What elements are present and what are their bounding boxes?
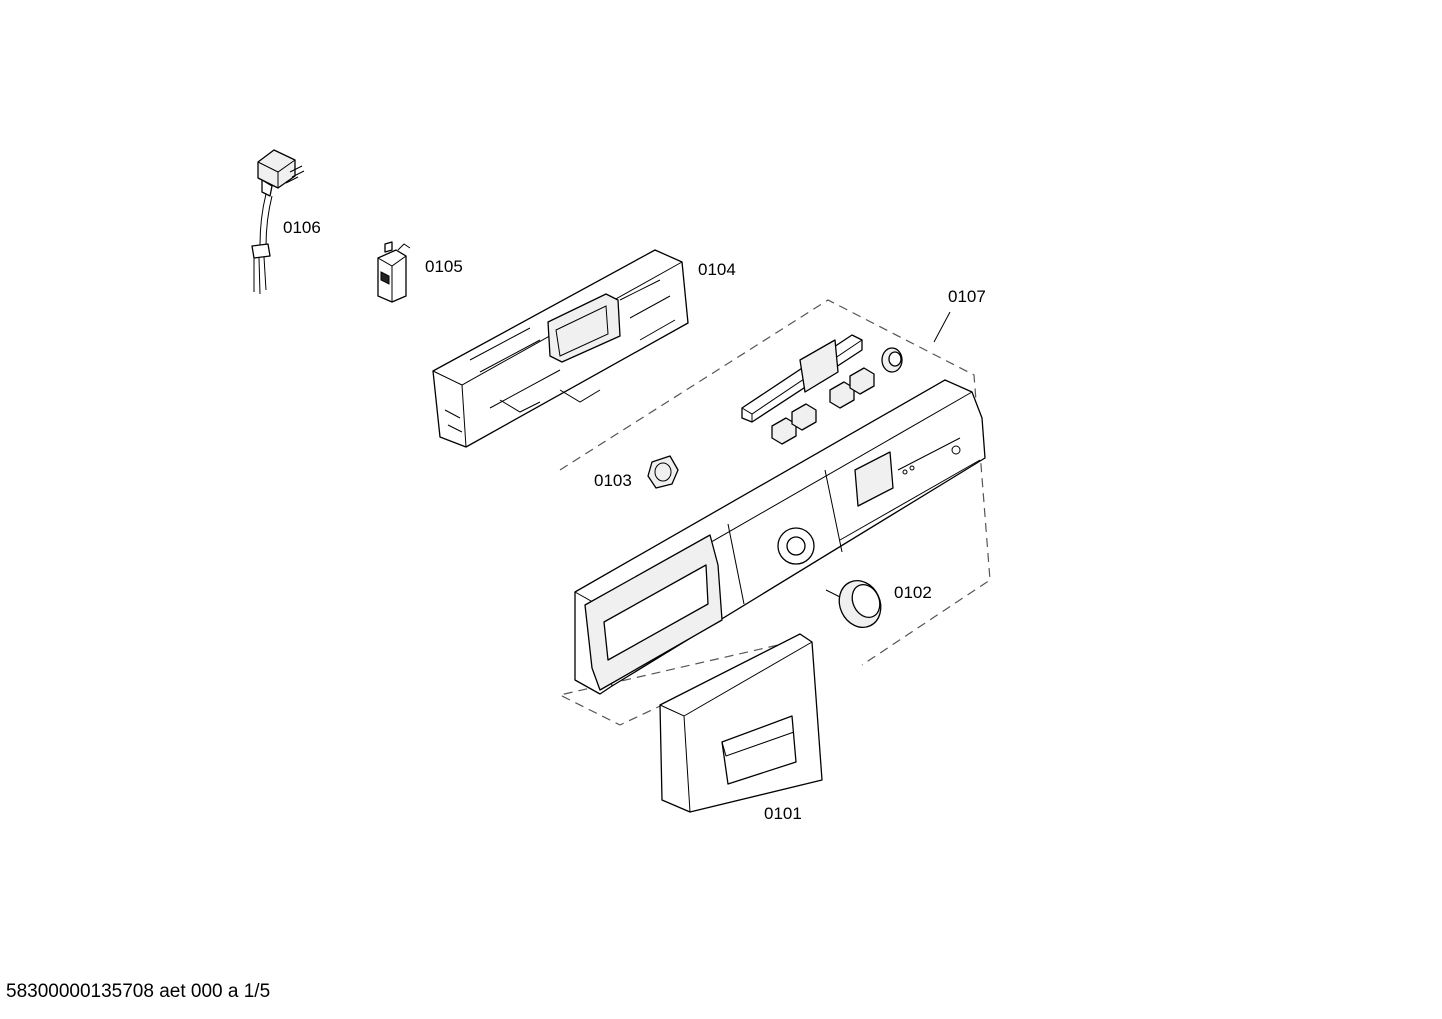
power-cord-0106 (251, 149, 305, 295)
document-id: 58300000135708 aet 000 a 1/5 (6, 981, 271, 1002)
part-label-0102: 0102 (894, 583, 932, 602)
connector-0105 (377, 241, 411, 303)
part-label-0104: 0104 (698, 260, 736, 279)
part-label-0101: 0101 (764, 804, 802, 823)
program-knob-0102 (825, 580, 882, 628)
electronic-module-0104 (432, 249, 689, 448)
part-label-0107: 0107 (948, 287, 986, 306)
part-label-0106: 0106 (283, 218, 321, 237)
knob-cap-0103 (647, 455, 679, 489)
assembly-outline-0107 (558, 299, 991, 726)
part-label-0103: 0103 (594, 471, 632, 490)
button-parts-0107 (741, 334, 903, 445)
drawer-handle-0101 (659, 633, 823, 813)
control-panel (574, 379, 986, 695)
leader-line-0107 (933, 311, 951, 343)
part-label-0105: 0105 (425, 257, 463, 276)
